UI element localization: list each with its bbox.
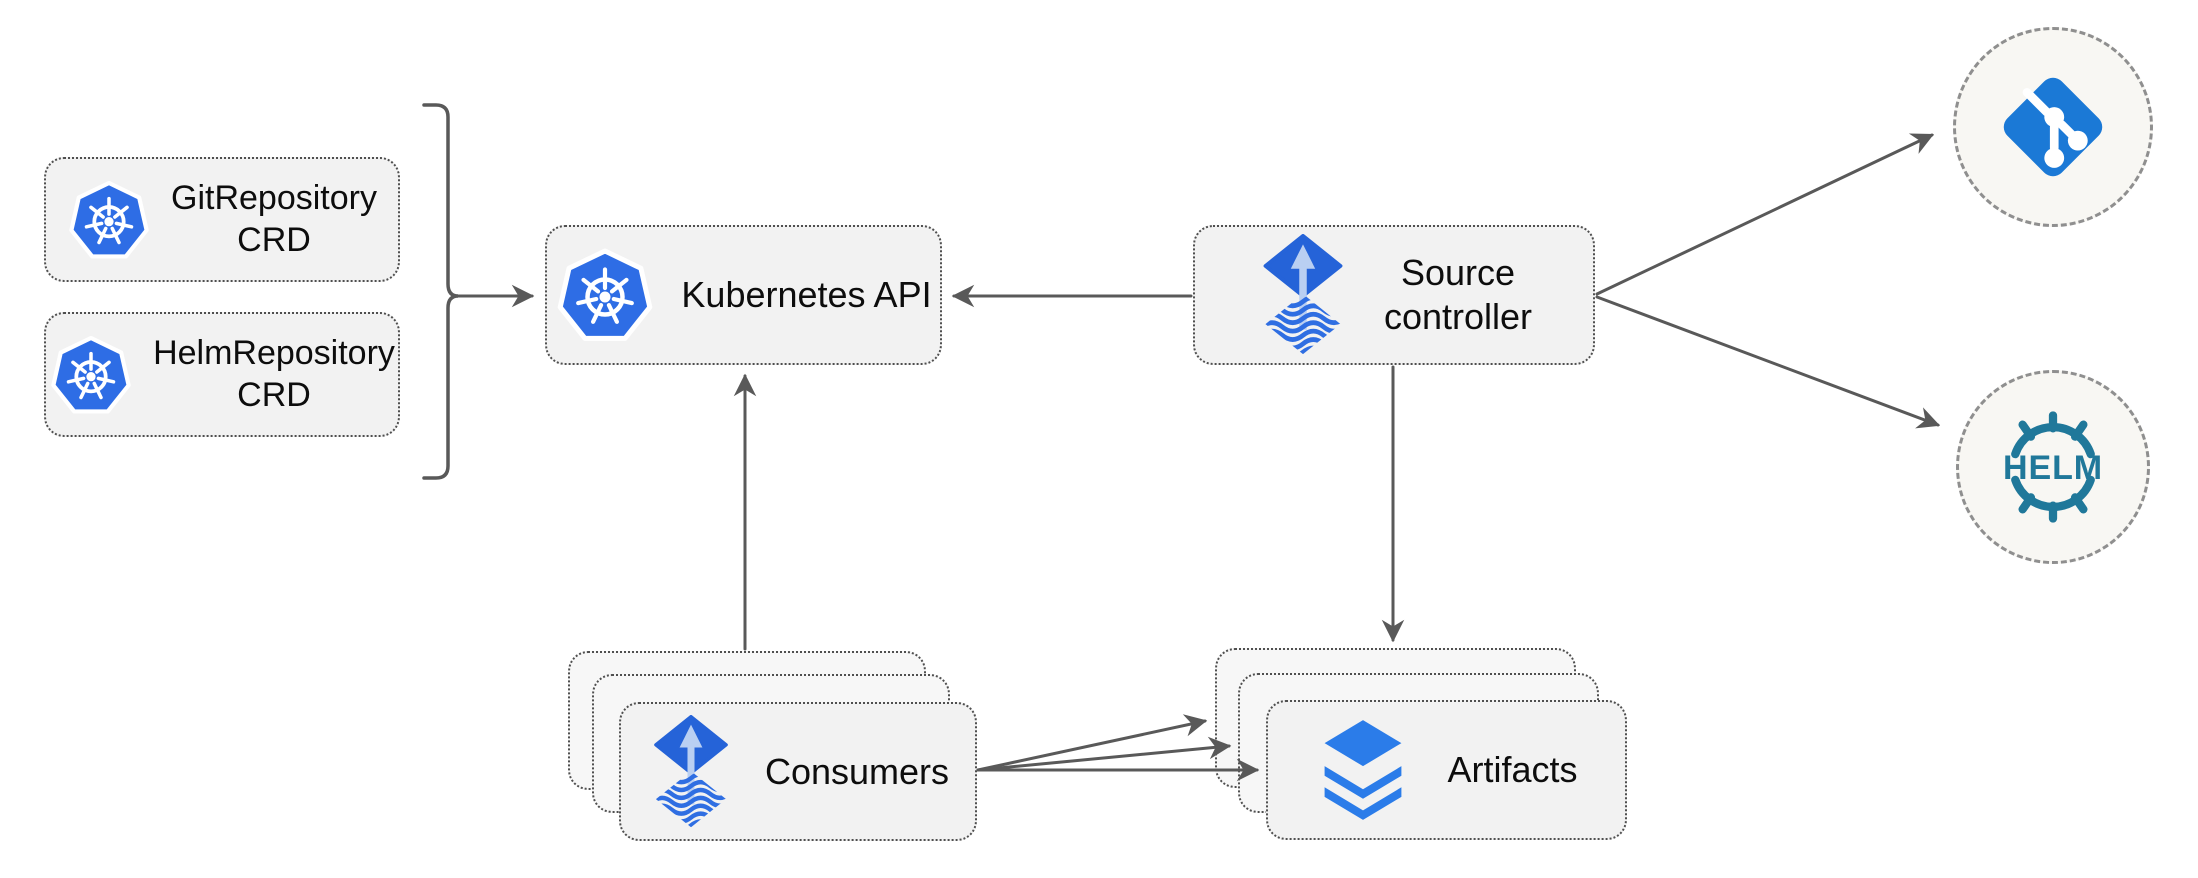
edge-source-controller-to-helm xyxy=(1595,295,1941,429)
node-label: Consumers xyxy=(764,750,950,792)
kubernetes-icon xyxy=(67,178,151,262)
node-kubernetes-api: Kubernetes API xyxy=(545,225,942,365)
node-label: Kubernetes API xyxy=(681,274,932,316)
node-source-controller: Source controller xyxy=(1193,225,1595,365)
node-label: GitRepository CRD xyxy=(171,179,377,259)
helm-logo-text: HELM xyxy=(2003,449,2103,487)
layers-icon xyxy=(1315,716,1411,824)
flux-icon xyxy=(1256,234,1350,356)
helm-icon: HELM xyxy=(2003,411,2103,523)
node-artifacts: Artifacts xyxy=(1266,700,1627,840)
node-consumers: Consumers xyxy=(619,702,977,841)
node-gitrepository-crd: GitRepository CRD xyxy=(44,157,400,282)
kubernetes-icon xyxy=(555,245,655,345)
node-helm-remote: HELM xyxy=(1956,370,2150,564)
crd-group-bracket xyxy=(422,103,459,480)
edge-source-controller-to-git xyxy=(1595,133,1935,296)
node-label: Artifacts xyxy=(1447,749,1578,791)
flux-icon xyxy=(647,715,735,829)
node-label: HelmRepository CRD xyxy=(153,334,395,414)
node-helmrepository-crd: HelmRepository CRD xyxy=(44,312,400,437)
kubernetes-icon xyxy=(49,333,133,417)
node-git-remote xyxy=(1953,27,2153,227)
git-icon xyxy=(1991,65,2115,189)
edge-consumers-to-artifacts-1 xyxy=(976,714,1208,772)
edge-consumers-to-artifacts-2 xyxy=(976,736,1232,772)
node-label: Source controller xyxy=(1383,252,1533,337)
